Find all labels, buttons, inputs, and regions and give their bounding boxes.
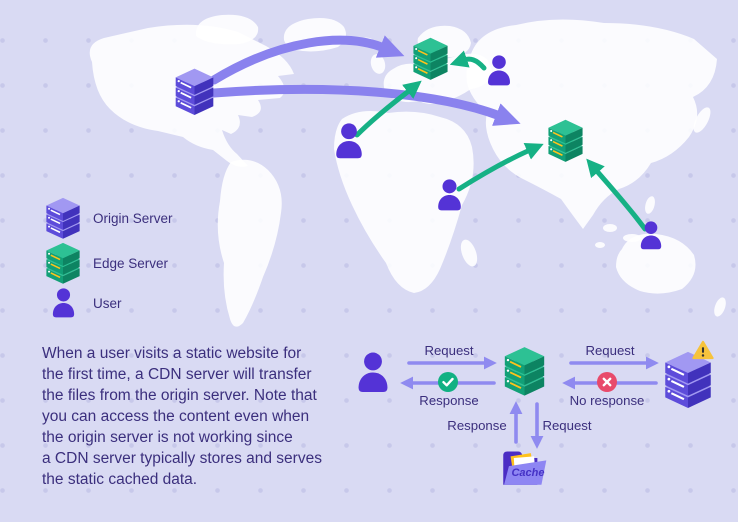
- world-map: [89, 14, 726, 327]
- label-request-user-edge: Request: [424, 343, 474, 358]
- edge-server-icon-asia: [546, 119, 585, 162]
- edge-server-icon: [43, 242, 83, 284]
- island-philippines: [645, 196, 655, 214]
- island-madagascar: [460, 239, 478, 267]
- user-icon-australia: [639, 221, 663, 250]
- legend-item-origin-server: Origin Server: [43, 196, 173, 240]
- label-request-edge-origin: Request: [585, 343, 635, 358]
- cross-icon: [597, 372, 617, 392]
- cache-label: Cache: [511, 467, 545, 479]
- islands-arctic: [195, 14, 259, 45]
- continent-asia: [466, 19, 717, 230]
- user-icon: [43, 288, 83, 318]
- legend-label-edge-server: Edge Server: [93, 255, 169, 271]
- user-icon-russia: [486, 55, 512, 86]
- legend-label-origin-server: Origin Server: [93, 210, 173, 226]
- legend-item-edge-server: Edge Server: [43, 241, 168, 285]
- label-response-edge-user: Response: [419, 393, 479, 408]
- island-indonesia-3: [595, 242, 605, 248]
- origin-server-icon: [173, 68, 216, 115]
- check-icon: [438, 372, 458, 392]
- origin-server-icon: [43, 197, 83, 239]
- flow-user-icon: [356, 352, 390, 393]
- user-icon-africa-east: [436, 179, 463, 211]
- island-new-zealand: [714, 297, 726, 317]
- warning-icon: [692, 340, 714, 360]
- island-uk: [370, 54, 386, 74]
- legend-label-user: User: [93, 295, 122, 311]
- continent-south-america: [217, 159, 282, 327]
- legend-item-user: User: [43, 287, 122, 319]
- edge-server-icon-europe: [411, 37, 450, 80]
- label-request-edge-cache: Request: [542, 418, 592, 433]
- user-icon-africa-west: [334, 123, 364, 159]
- description-text: When a user visits a static website for …: [42, 345, 322, 488]
- island-indonesia-1: [603, 224, 617, 232]
- label-noresponse-origin-edge: No response: [569, 393, 645, 408]
- label-response-cache-edge: Response: [447, 418, 507, 433]
- flow-edge-server-icon: [502, 346, 547, 396]
